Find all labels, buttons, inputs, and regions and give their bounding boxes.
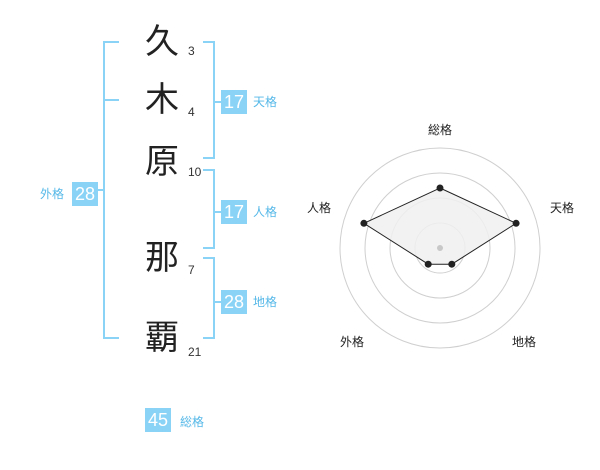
name-char-4: 那 <box>145 238 179 278</box>
gaikaku-bracket <box>97 41 119 339</box>
radar-point-1 <box>512 219 520 227</box>
axis-label-gaikaku: 外格 <box>340 334 364 349</box>
jinkaku-value: 17 <box>221 200 248 224</box>
radar-center-dot <box>437 245 443 251</box>
radar-ring <box>339 147 541 349</box>
name-char-5: 覇 <box>145 318 179 358</box>
stroke-count-1: 3 <box>188 44 195 58</box>
gaikaku-value: 28 <box>72 182 99 206</box>
soukaku-value: 45 <box>145 408 172 432</box>
axis-label-jinkaku: 人格 <box>307 200 331 215</box>
radar-points <box>360 184 520 268</box>
soukaku-label: 総格 <box>180 415 205 429</box>
tenkaku-bracket <box>203 41 222 159</box>
stroke-count-5: 21 <box>188 345 202 359</box>
stroke-count-2: 4 <box>188 105 195 119</box>
radar-data-polygon <box>362 187 518 265</box>
jinkaku-label: 人格 <box>253 205 278 219</box>
axis-label-chikaku: 地格 <box>512 334 536 349</box>
radar-ring <box>364 172 516 324</box>
radar-point-4 <box>360 219 368 227</box>
stroke-count-4: 7 <box>188 263 195 277</box>
tenkaku-value: 17 <box>221 90 248 114</box>
gaikaku-label: 外格 <box>40 187 65 201</box>
radar-point-3 <box>424 260 432 268</box>
name-char-3: 原 <box>145 142 179 182</box>
radar-point-0 <box>436 184 444 192</box>
name-char-2: 木 <box>145 80 179 120</box>
axis-label-tenkaku: 天格 <box>550 200 574 215</box>
stroke-count-3: 10 <box>188 165 202 179</box>
name-char-1: 久 <box>145 22 179 62</box>
jinkaku-bracket <box>203 169 222 249</box>
chikaku-value: 28 <box>221 290 248 314</box>
chikaku-label: 地格 <box>253 295 278 309</box>
tenkaku-label: 天格 <box>253 95 278 109</box>
chikaku-bracket <box>203 257 222 339</box>
radar-point-2 <box>448 260 456 268</box>
axis-label-soukaku: 総格 <box>428 122 452 137</box>
